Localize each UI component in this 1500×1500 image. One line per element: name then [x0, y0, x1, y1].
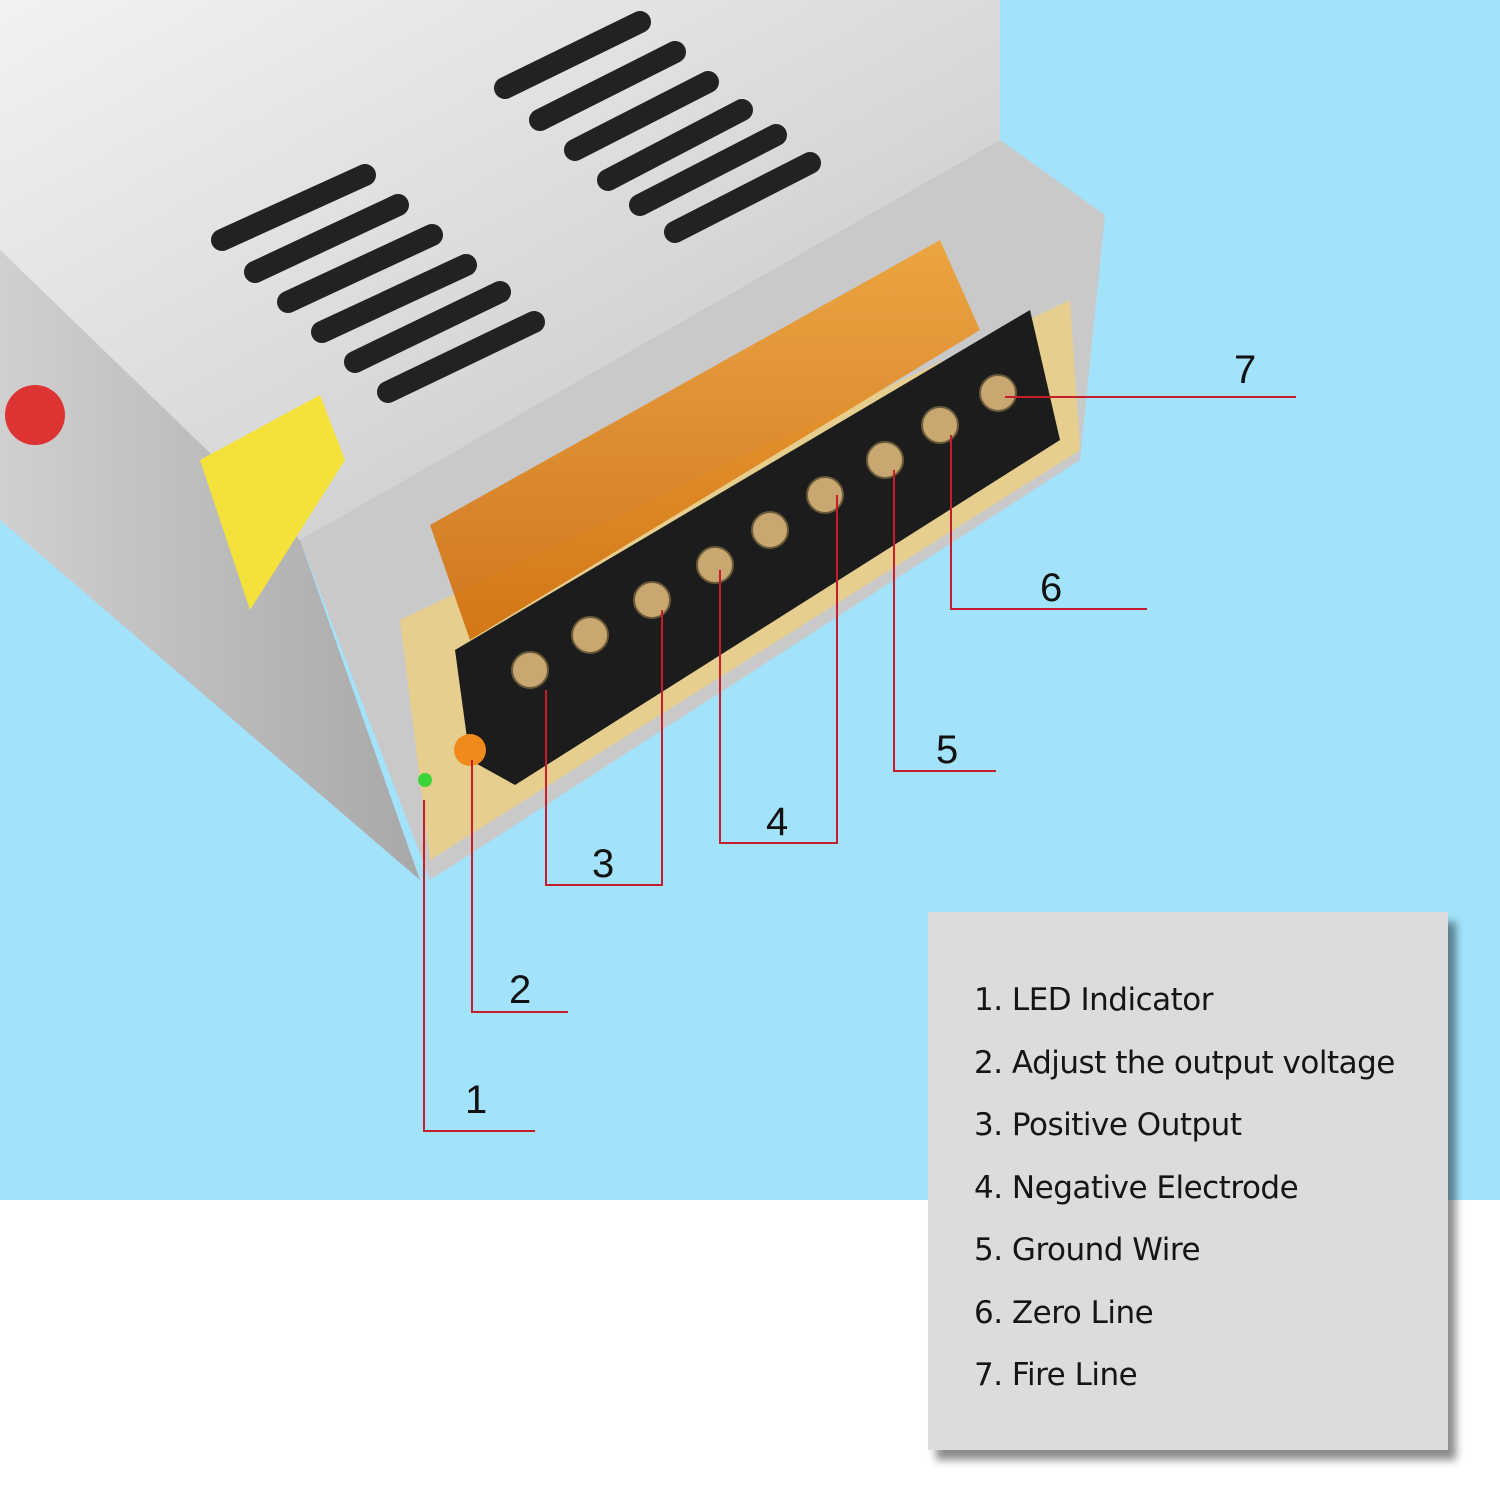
legend-item: 3. Positive Output	[974, 1107, 1242, 1143]
terminal-cover	[430, 240, 980, 640]
callout-label-2: 2	[509, 968, 531, 1012]
callout-line-4	[719, 495, 838, 844]
legend-item: 7. Fire Line	[974, 1357, 1138, 1393]
callout-line-3	[545, 610, 663, 886]
warranty-sticker	[200, 395, 345, 610]
casing-top	[0, 0, 1000, 540]
legend-item: 5. Ground Wire	[974, 1232, 1201, 1268]
terminal-screws	[511, 374, 1017, 689]
legend-item: 1. LED Indicator	[974, 982, 1214, 1018]
callout-label-5: 5	[936, 728, 958, 772]
callout-label-3: 3	[592, 842, 614, 886]
vent-slots	[211, 11, 821, 403]
legend-item: 4. Negative Electrode	[974, 1169, 1299, 1206]
callout-lines	[423, 396, 1296, 1132]
callout-line-5	[893, 470, 996, 772]
callout-label-4: 4	[766, 800, 788, 844]
callout-line-2	[471, 760, 568, 1013]
legend-item: 6. Zero Line	[974, 1294, 1154, 1331]
led-indicator	[418, 773, 432, 787]
callout-label-6: 6	[1040, 566, 1062, 610]
callout-label-7: 7	[1234, 348, 1256, 392]
voltage-potentiometer	[454, 734, 486, 766]
legend-box: 1. LED Indicator 2. Adjust the output vo…	[928, 912, 1448, 1450]
callout-line-1	[423, 800, 535, 1132]
callout-label-1: 1	[465, 1078, 487, 1122]
terminal-block	[455, 310, 1060, 785]
casing-side	[0, 250, 420, 880]
callout-line-6	[950, 435, 1147, 610]
legend-list: 1. LED Indicator 2. Adjust the output vo…	[928, 912, 1448, 1418]
legend-item: 2. Adjust the output voltage	[974, 1044, 1395, 1081]
qc-sticker	[5, 385, 65, 445]
